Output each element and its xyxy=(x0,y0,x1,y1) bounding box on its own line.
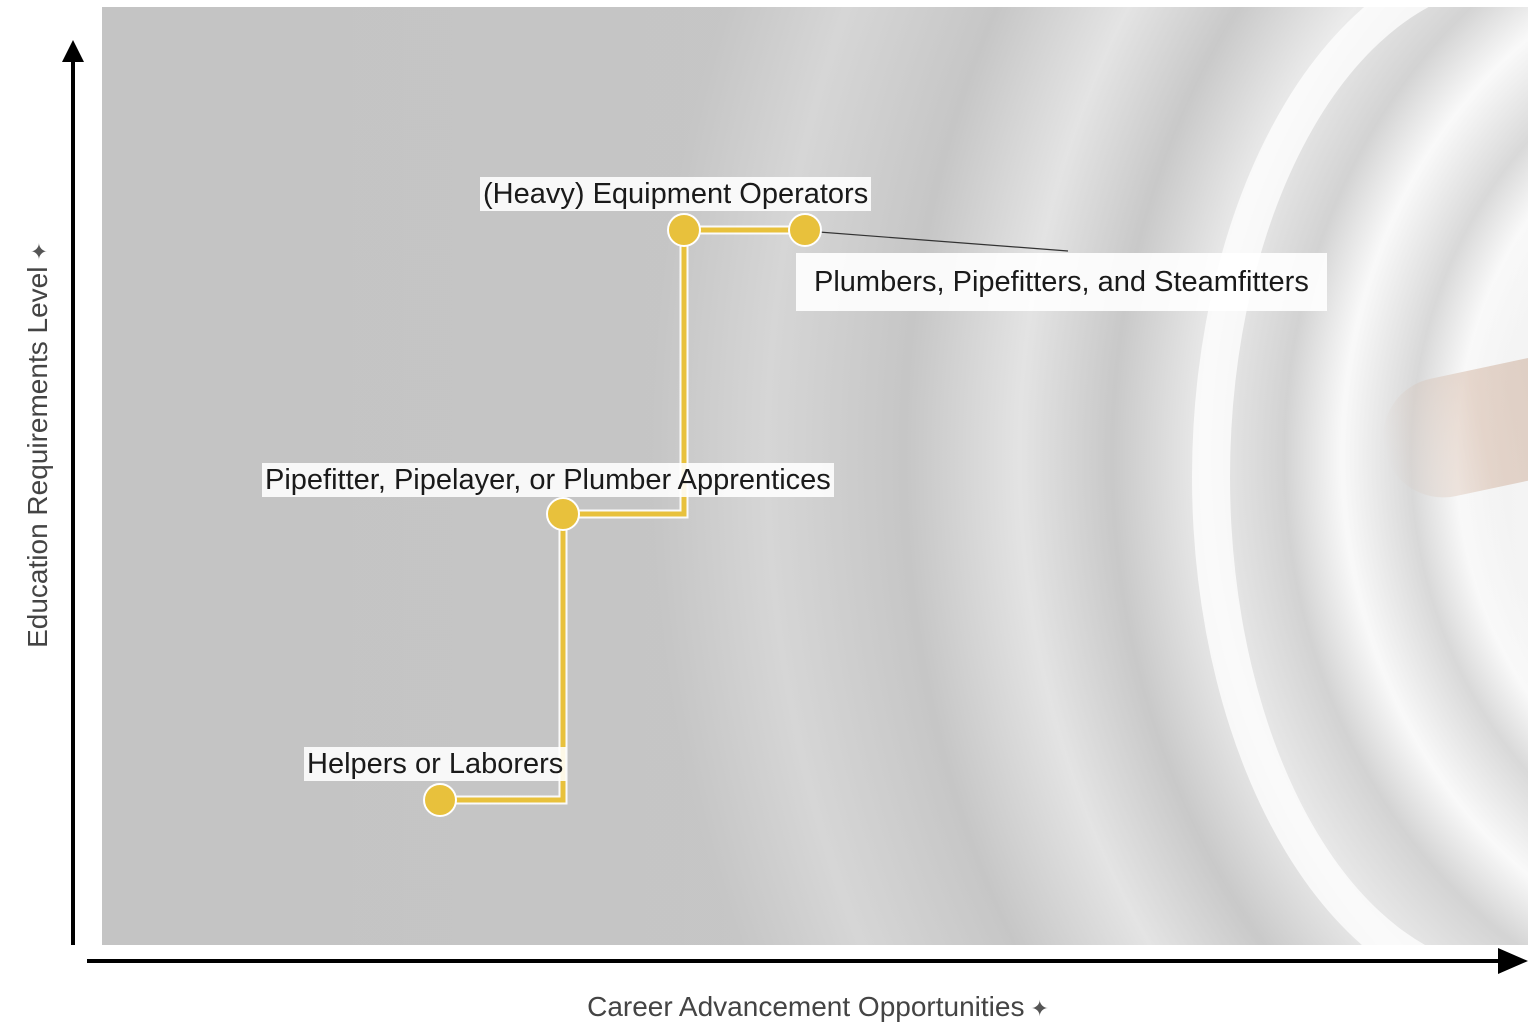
node-label-apprentices: Pipefitter, Pipelayer, or Plumber Appren… xyxy=(262,463,834,497)
pin-icon[interactable]: ✦ xyxy=(27,242,52,261)
x-axis-arrow xyxy=(1498,948,1528,974)
pin-icon[interactable]: ✦ xyxy=(1030,996,1049,1021)
node-label-helpers: Helpers or Laborers xyxy=(304,747,567,781)
y-axis-arrow xyxy=(62,40,84,62)
node-label-operators: (Heavy) Equipment Operators xyxy=(480,177,872,211)
career-node-2 xyxy=(546,497,580,531)
career-node-4 xyxy=(788,213,822,247)
x-axis-title: Career Advancement Opportunities✦ xyxy=(587,991,1049,1023)
y-axis-title: Education Requirements Level ✦ xyxy=(22,242,54,648)
node-label-plumbers: Plumbers, Pipefitters, and Steamfitters xyxy=(796,253,1327,311)
x-axis-title-text: Career Advancement Opportunities xyxy=(587,991,1025,1022)
career-path-line xyxy=(440,227,805,803)
leader-line xyxy=(818,231,1069,252)
career-node-3 xyxy=(667,213,701,247)
career-node-1 xyxy=(423,783,457,817)
y-axis-title-text: Education Requirements Level xyxy=(22,266,53,648)
